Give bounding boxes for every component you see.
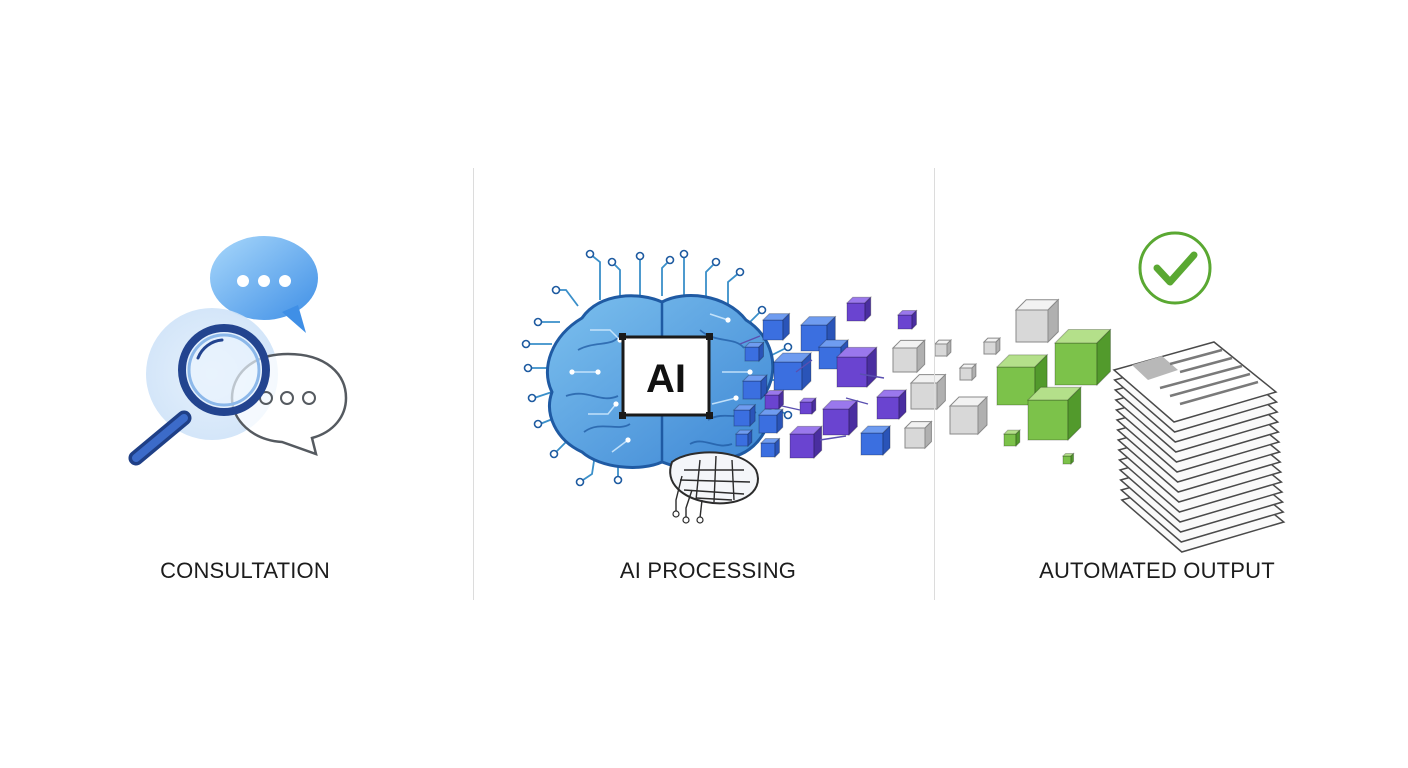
check-circle-icon bbox=[1138, 231, 1212, 305]
data-cube bbox=[982, 336, 1002, 356]
document-stack-icon bbox=[1112, 341, 1286, 553]
data-cube bbox=[896, 309, 918, 331]
document-text-line bbox=[1159, 364, 1243, 390]
data-cube bbox=[1061, 452, 1075, 466]
data-cube bbox=[761, 312, 791, 342]
divider-right bbox=[934, 168, 935, 600]
connector-line bbox=[819, 435, 847, 441]
data-cube bbox=[788, 425, 823, 460]
circuit-nodes bbox=[521, 249, 799, 487]
data-cube bbox=[958, 362, 978, 382]
data-cube bbox=[734, 428, 754, 448]
magnifying-glass-icon bbox=[128, 324, 270, 466]
connector-line bbox=[795, 359, 813, 373]
data-cube bbox=[757, 408, 784, 435]
data-cube bbox=[741, 374, 768, 401]
chip-label: AI bbox=[646, 357, 686, 401]
data-cube bbox=[772, 351, 813, 392]
data-cube bbox=[891, 339, 926, 374]
connector-line bbox=[739, 335, 761, 345]
data-cube bbox=[743, 341, 765, 363]
ai-chip: AI bbox=[619, 333, 713, 419]
data-cube bbox=[1002, 428, 1022, 448]
output-icon bbox=[1112, 231, 1286, 553]
data-cube bbox=[835, 346, 878, 389]
connector-line bbox=[859, 373, 885, 379]
document-text-line bbox=[1169, 348, 1223, 366]
data-cube bbox=[845, 296, 872, 323]
data-cube bbox=[1053, 328, 1112, 387]
step-label-ai-processing: AI PROCESSING bbox=[619, 558, 797, 583]
document-text-line bbox=[1179, 380, 1259, 406]
data-cube bbox=[948, 395, 989, 436]
data-cube bbox=[799, 315, 837, 353]
data-cube bbox=[798, 396, 818, 416]
document-image-placeholder bbox=[1132, 356, 1178, 380]
data-cube bbox=[763, 389, 785, 411]
data-cube-stream bbox=[732, 296, 1112, 466]
document-text-line bbox=[1179, 356, 1233, 374]
connector-line bbox=[845, 397, 869, 405]
data-cube bbox=[903, 420, 933, 450]
data-cube bbox=[759, 437, 781, 459]
divider-left bbox=[473, 168, 474, 600]
consultation-icon bbox=[128, 236, 348, 466]
document-text-line bbox=[1169, 372, 1251, 398]
data-cube bbox=[875, 388, 908, 421]
data-cube bbox=[821, 399, 859, 437]
data-cube bbox=[732, 403, 757, 428]
blue-chat-bubble-icon bbox=[210, 236, 318, 333]
data-cube bbox=[933, 338, 953, 358]
data-cube bbox=[1026, 385, 1083, 442]
step-label-automated-output: AUTOMATED OUTPUT bbox=[1039, 558, 1275, 583]
connector-line bbox=[781, 405, 801, 411]
data-cube bbox=[909, 373, 947, 411]
step-label-consultation: CONSULTATION bbox=[160, 558, 330, 583]
data-cube bbox=[1014, 298, 1060, 344]
ai-brain-icon: AI bbox=[521, 249, 799, 524]
data-cube bbox=[859, 424, 892, 457]
cerebellum bbox=[669, 451, 759, 524]
